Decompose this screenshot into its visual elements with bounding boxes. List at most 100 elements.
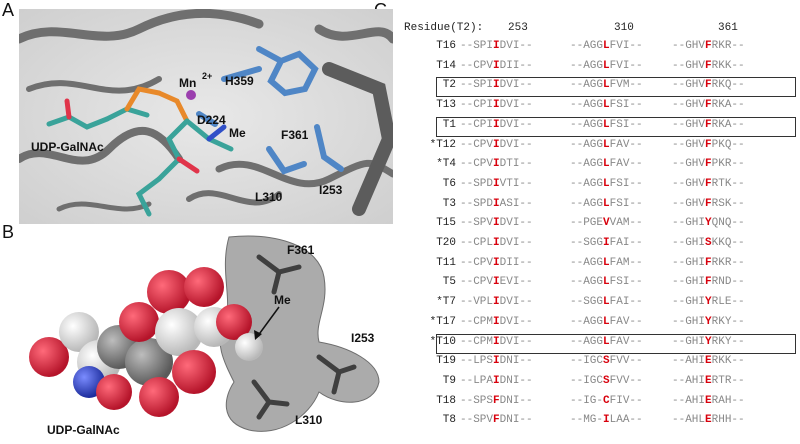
segment-flank: DVI-- [499, 99, 533, 112]
segment-flank: FVI-- [609, 40, 643, 52]
alignment-row-name: T19 [436, 355, 456, 368]
alignment-segment-s3: --AHIERKK-- [672, 355, 745, 367]
segment-flank: --SGG [570, 237, 604, 249]
alignment-segment-s2: --AGGLFVI-- [570, 40, 643, 52]
alignment-row-name: T14 [436, 59, 456, 72]
label-me: Me [229, 126, 246, 140]
alignment-row: T1 --CPIIDVI-- --AGGLFSI-- --GHVFRKA-- [404, 116, 798, 137]
highlighted-residue: I [493, 237, 500, 249]
alignment-segment-s1: --CPMIDVI-- [460, 316, 533, 328]
segment-flank: DII-- [499, 256, 533, 269]
label-b-l310: L310 [295, 413, 323, 427]
segment-flank: RND-- [711, 276, 745, 289]
alignment-segment-s2: --SGGLFAI-- [570, 296, 643, 308]
segment-flank: FVI-- [609, 59, 643, 72]
highlighted-residue: F [705, 158, 712, 171]
highlighted-residue: I [493, 99, 500, 112]
highlighted-residue: I [603, 237, 610, 249]
me-arrowhead [254, 330, 262, 340]
highlighted-residue: F [493, 394, 500, 407]
segment-flank: DVI-- [499, 335, 533, 348]
segment-flank: --IG- [570, 394, 604, 407]
segment-flank: RKA-- [711, 118, 745, 131]
me-arrow [256, 306, 280, 338]
highlighted-residue: L [603, 197, 610, 210]
highlighted-residue: I [493, 315, 500, 328]
alignment-segment-s1: --CPMIDVI-- [460, 336, 533, 348]
highlighted-residue: S [603, 374, 610, 387]
segment-flank: --AGG [570, 99, 604, 112]
alignment-segment-s2: --AGGLFVI-- [570, 60, 643, 72]
alignment-segment-s1: --LPAIDNI-- [460, 375, 533, 387]
segment-flank: VTI-- [499, 177, 533, 190]
alignment-segment-s3: --GHVFRKK-- [672, 60, 745, 72]
segment-flank: FAI-- [609, 237, 643, 249]
alignment-segment-s2: --AGGLFAM-- [570, 257, 643, 269]
segment-flank: DVI-- [499, 118, 533, 131]
alignment-row-name: *T4 [436, 158, 456, 171]
alignment-segment-s2: --AGGLFSI-- [570, 198, 643, 210]
segment-flank: --MG- [570, 414, 604, 427]
alignment-segment-s2: --AGGLFSI-- [570, 119, 643, 131]
alignment-segment-s3: --GHVFRKR-- [672, 40, 745, 52]
label-mn: Mn [179, 76, 196, 90]
alignment-segment-s1: --LPSIDNI-- [460, 355, 533, 367]
alignment-segment-s3: --GHIYRKY-- [672, 336, 745, 348]
highlighted-residue: L [603, 296, 610, 309]
highlighted-residue: Y [705, 217, 712, 230]
udp-galnac-sticks [46, 86, 234, 217]
alignment-segment-s1: --CPIIDVI-- [460, 119, 533, 131]
highlighted-residue: I [493, 79, 500, 92]
segment-flank: --SGG [570, 296, 604, 309]
segment-flank: KKQ-- [711, 237, 745, 249]
segment-flank: --GHI [672, 217, 706, 230]
segment-flank: --AHI [672, 355, 706, 368]
segment-flank: --AGG [570, 79, 604, 92]
alignment-segment-s2: --AGGLFSI-- [570, 99, 643, 111]
segment-flank: --GHV [672, 138, 706, 151]
label-udp-galnac: UDP-GalNAc [31, 140, 104, 154]
alignment-segment-s3: --GHVFRKA-- [672, 119, 745, 131]
segment-flank: DVI-- [499, 40, 533, 52]
segment-flank: PKQ-- [711, 138, 745, 151]
alignment-row: *T4--CPVIDTI----AGGLFAV----GHVFPKR-- [404, 156, 798, 174]
highlighted-residue: F [705, 276, 712, 289]
alignment-row-name: *T17 [429, 315, 456, 328]
alignment-segment-s2: --AGGLFAV-- [570, 316, 643, 328]
highlight-box [436, 116, 796, 137]
segment-flank: RKA-- [711, 99, 745, 112]
segment-flank: --LPS [460, 355, 494, 368]
segment-flank: --CPV [460, 276, 494, 289]
segment-flank: RTK-- [711, 177, 745, 190]
segment-flank: --CPI [460, 118, 494, 131]
segment-flank: --SPS [460, 394, 494, 407]
segment-flank: FSI-- [609, 118, 643, 131]
segment-flank: EVI-- [499, 276, 533, 289]
segment-flank: --AGG [570, 276, 604, 289]
segment-flank: --VPL [460, 296, 494, 309]
highlighted-residue: F [705, 138, 712, 151]
highlighted-residue: I [493, 138, 500, 151]
alignment-row-name: *T12 [429, 138, 456, 151]
segment-flank: --AGG [570, 158, 604, 171]
segment-flank: --GHV [672, 99, 706, 112]
label-b-i253: I253 [351, 331, 375, 345]
highlighted-residue: L [603, 256, 610, 269]
segment-flank: --AGG [570, 315, 604, 328]
alignment-row-name: T8 [442, 414, 456, 427]
alignment-row: *T12--CPVIDVI----AGGLFAV----GHVFPKQ-- [404, 137, 798, 155]
segment-flank: ASI-- [499, 197, 533, 210]
segment-flank: --GHV [672, 118, 706, 131]
alignment-segment-s1: --CPVIDII-- [460, 60, 533, 72]
alignment-row-name: T6 [442, 177, 456, 190]
alignment-segment-s3: --GHVFPKR-- [672, 158, 745, 170]
alignment-segment-s1: --SPDIASI-- [460, 198, 533, 210]
alignment-row-name: *T7 [436, 296, 456, 309]
alignment-row-name: T1 [442, 118, 456, 131]
alignment-segment-s1: --SPSFDNI-- [460, 395, 533, 407]
segment-flank: FAV-- [609, 158, 643, 171]
alignment-segment-s3: --GHVFRTK-- [672, 178, 745, 190]
segment-flank: FIV-- [609, 394, 643, 407]
highlighted-residue: V [603, 217, 610, 230]
alignment-segment-s1: --CPVIDTI-- [460, 158, 533, 170]
